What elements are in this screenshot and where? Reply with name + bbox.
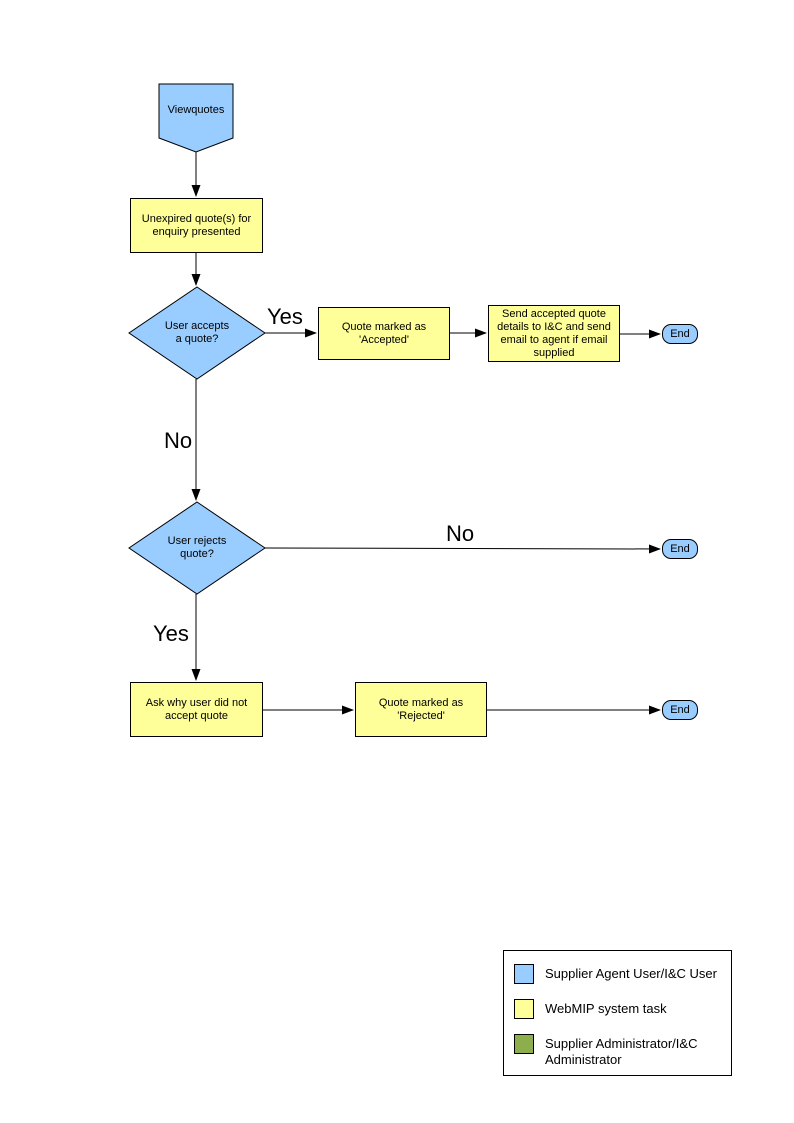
end-node-accepted: End (662, 324, 698, 344)
end-node-accepted-label: End (670, 328, 690, 340)
end-node-not-rejected-label: End (670, 543, 690, 555)
legend-label-webmip-task: WebMIP system task (545, 1001, 667, 1016)
edge-label-accepts-yes: Yes (267, 304, 303, 329)
edge-rejects-no (264, 544, 661, 554)
legend-item-supplier-agent: Supplier Agent User/I&C User (514, 964, 731, 984)
legend-swatch-yellow (514, 999, 534, 1019)
process-quote-rejected: Quote marked as 'Rejected' (355, 682, 487, 737)
process-quote-rejected-label: Quote marked as 'Rejected' (378, 696, 464, 722)
start-pentagon-shape (158, 83, 234, 153)
edge-label-accepts-no: No (164, 428, 193, 453)
end-node-not-rejected: End (662, 539, 698, 559)
process-quote-accepted: Quote marked as 'Accepted' (318, 307, 450, 360)
process-ask-why-label: Ask why user did not accept quote (145, 696, 248, 722)
legend-swatch-green (514, 1034, 534, 1054)
process-unexpired-label: Unexpired quote(s) for enquiry presented (141, 212, 252, 238)
legend-box: Supplier Agent User/I&C User WebMIP syst… (503, 950, 732, 1076)
decision-accepts-shape (128, 286, 266, 380)
legend-label-supplier-agent: Supplier Agent User/I&C User (545, 966, 717, 981)
end-node-rejected: End (662, 700, 698, 720)
end-node-rejected-label: End (670, 704, 690, 716)
edge-label-rejects-yes: Yes (153, 621, 189, 646)
process-send-details-label: Send accepted quote details to I&C and s… (497, 307, 611, 359)
legend-item-supplier-admin: Supplier Administrator/I&C Administrator (514, 1034, 731, 1068)
process-unexpired-quotes: Unexpired quote(s) for enquiry presented (130, 198, 263, 253)
legend-label-supplier-admin: Supplier Administrator/I&C Administrator (545, 1036, 698, 1067)
process-quote-accepted-label: Quote marked as 'Accepted' (341, 320, 427, 346)
process-send-details: Send accepted quote details to I&C and s… (488, 305, 620, 362)
legend-swatch-blue (514, 964, 534, 984)
process-ask-why: Ask why user did not accept quote (130, 682, 263, 737)
legend-item-webmip-task: WebMIP system task (514, 999, 731, 1019)
edge-label-rejects-no: No (446, 521, 475, 546)
decision-rejects-shape (128, 501, 266, 595)
